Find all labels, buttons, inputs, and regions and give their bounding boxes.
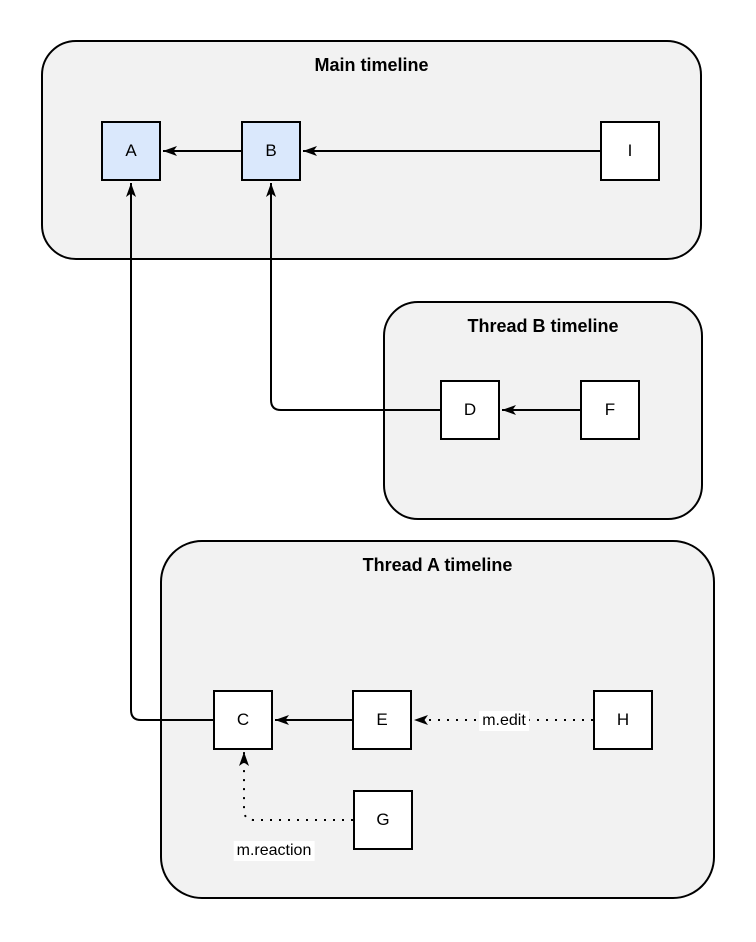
thread-a-timeline-title: Thread A timeline [362,555,513,575]
node-event-b: B [241,121,301,181]
edge-label-m-reaction: m.reaction [233,841,315,861]
node-event-h-label: H [616,710,630,729]
edge-label-m-edit: m.edit [479,711,529,731]
node-event-h: H [593,690,653,750]
node-event-c: C [213,690,273,750]
container-thread-b-timeline: Thread B timeline [383,301,703,520]
node-event-e: E [352,690,412,750]
thread-b-timeline-title: Thread B timeline [467,316,619,336]
node-event-f-label: F [604,400,616,419]
node-event-a: A [101,121,161,181]
node-event-d: D [440,380,500,440]
node-event-d-label: D [463,400,477,419]
node-event-g-label: G [376,810,390,829]
node-event-i: I [600,121,660,181]
node-event-c-label: C [236,710,250,729]
node-event-f: F [580,380,640,440]
node-event-e-label: E [376,710,388,729]
node-event-g: G [353,790,413,850]
node-event-b-label: B [265,141,277,160]
node-event-i-label: I [627,141,633,160]
main-timeline-title: Main timeline [314,55,429,75]
node-event-a-label: A [125,141,137,160]
